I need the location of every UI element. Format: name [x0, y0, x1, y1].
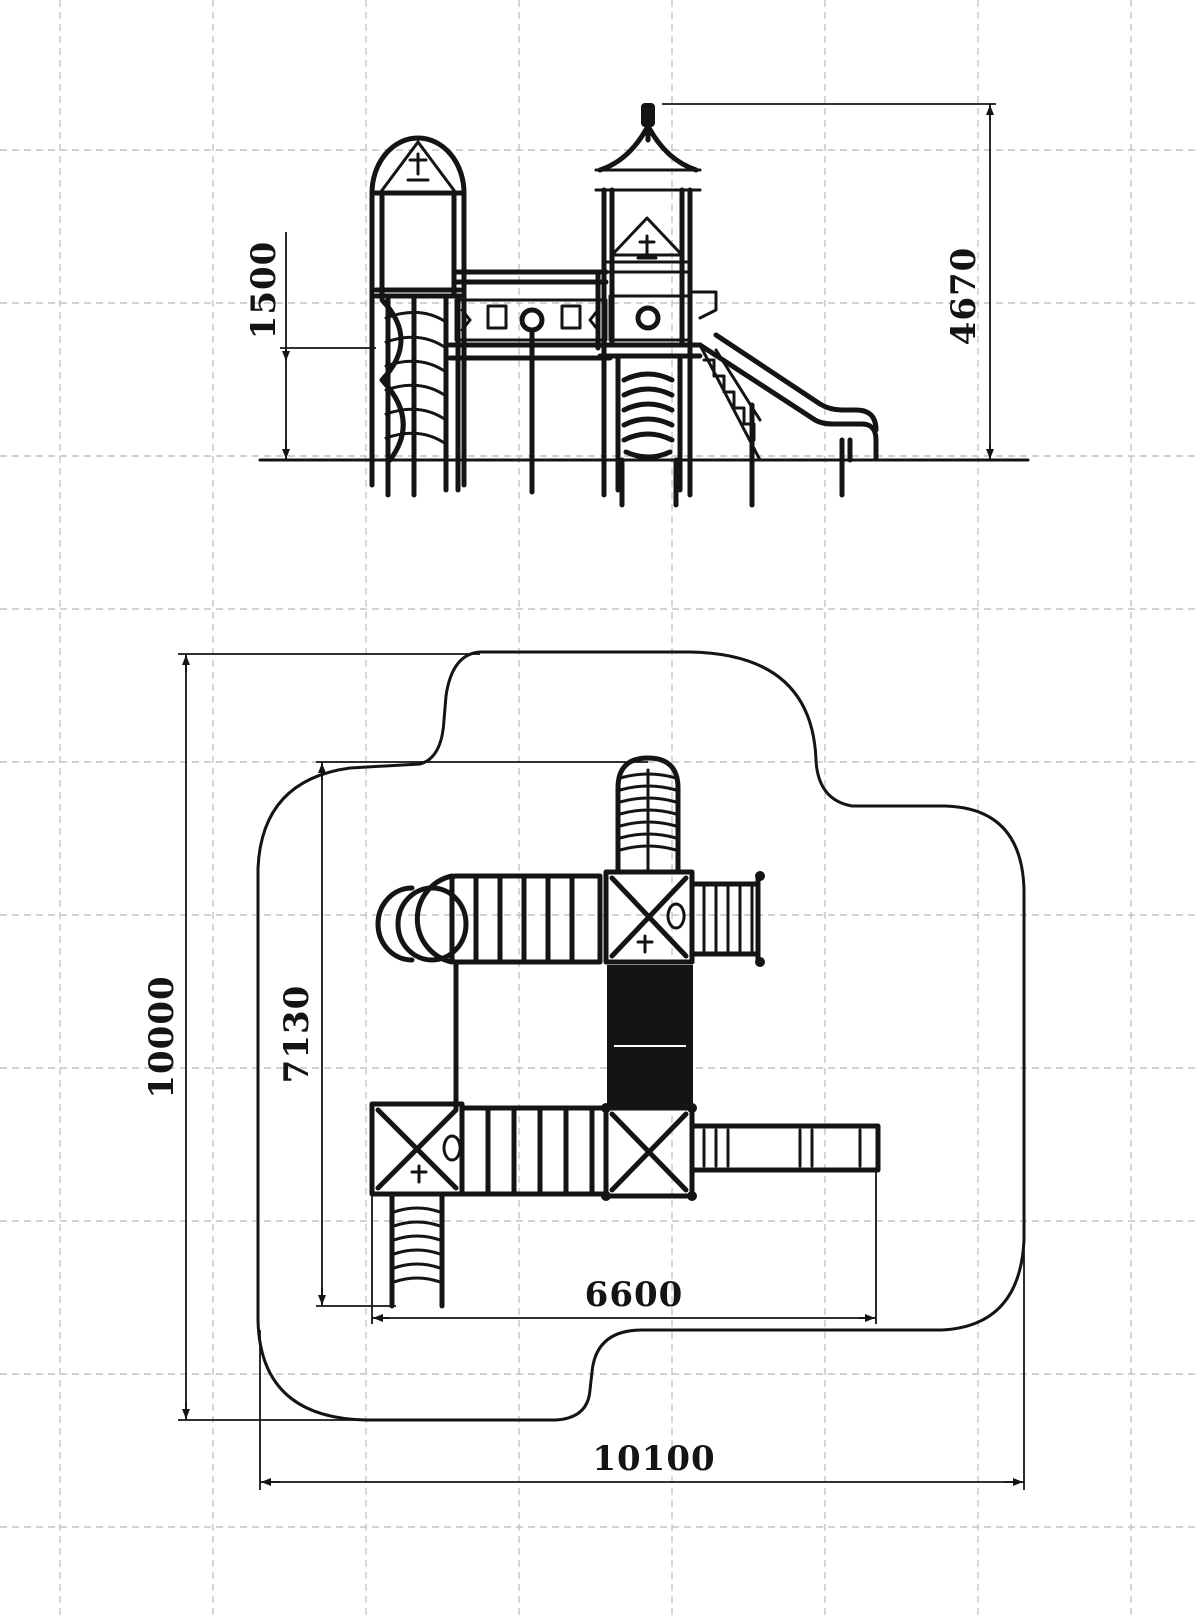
dimension-label-7130: 7130 — [277, 985, 317, 1084]
dimension-label-10100: 10100 — [592, 1439, 715, 1479]
side-elevation: 1500 4670 — [244, 103, 1030, 508]
plan-lower-right-platform — [601, 1103, 697, 1201]
dimension-label-1500: 1500 — [244, 241, 284, 340]
plan-upper-right-platform — [603, 869, 765, 967]
safety-zone-outline — [256, 650, 1026, 1422]
dimension-structure-depth: 7130 — [277, 761, 648, 1307]
dimension-total-height: 4670 — [662, 103, 996, 460]
dimension-platform-height: 1500 — [244, 232, 376, 460]
dimension-site-width: 10100 — [259, 1250, 1025, 1490]
dimension-label-4670: 4670 — [944, 247, 984, 346]
plan-lower-left-platform — [369, 1101, 465, 1197]
plan-center-tunnel — [607, 965, 693, 1107]
slide — [697, 332, 879, 508]
plan-slide — [689, 1123, 881, 1173]
dimension-label-6600: 6600 — [585, 1275, 684, 1315]
left-tower — [369, 135, 467, 498]
plan-view: 10000 7130 6600 10100 — [142, 650, 1026, 1490]
dimension-label-10000: 10000 — [142, 975, 182, 1098]
dimension-site-depth: 10000 — [142, 653, 480, 1421]
dimension-structure-width: 6600 — [371, 1172, 877, 1324]
right-tower — [594, 103, 718, 508]
bridge-walkway — [447, 269, 613, 495]
plan-upper-bridge — [375, 873, 603, 965]
plan-spiral-climber — [615, 755, 681, 875]
plan-lower-bridge — [459, 1105, 607, 1197]
plan-bottom-ladder — [389, 1193, 445, 1309]
